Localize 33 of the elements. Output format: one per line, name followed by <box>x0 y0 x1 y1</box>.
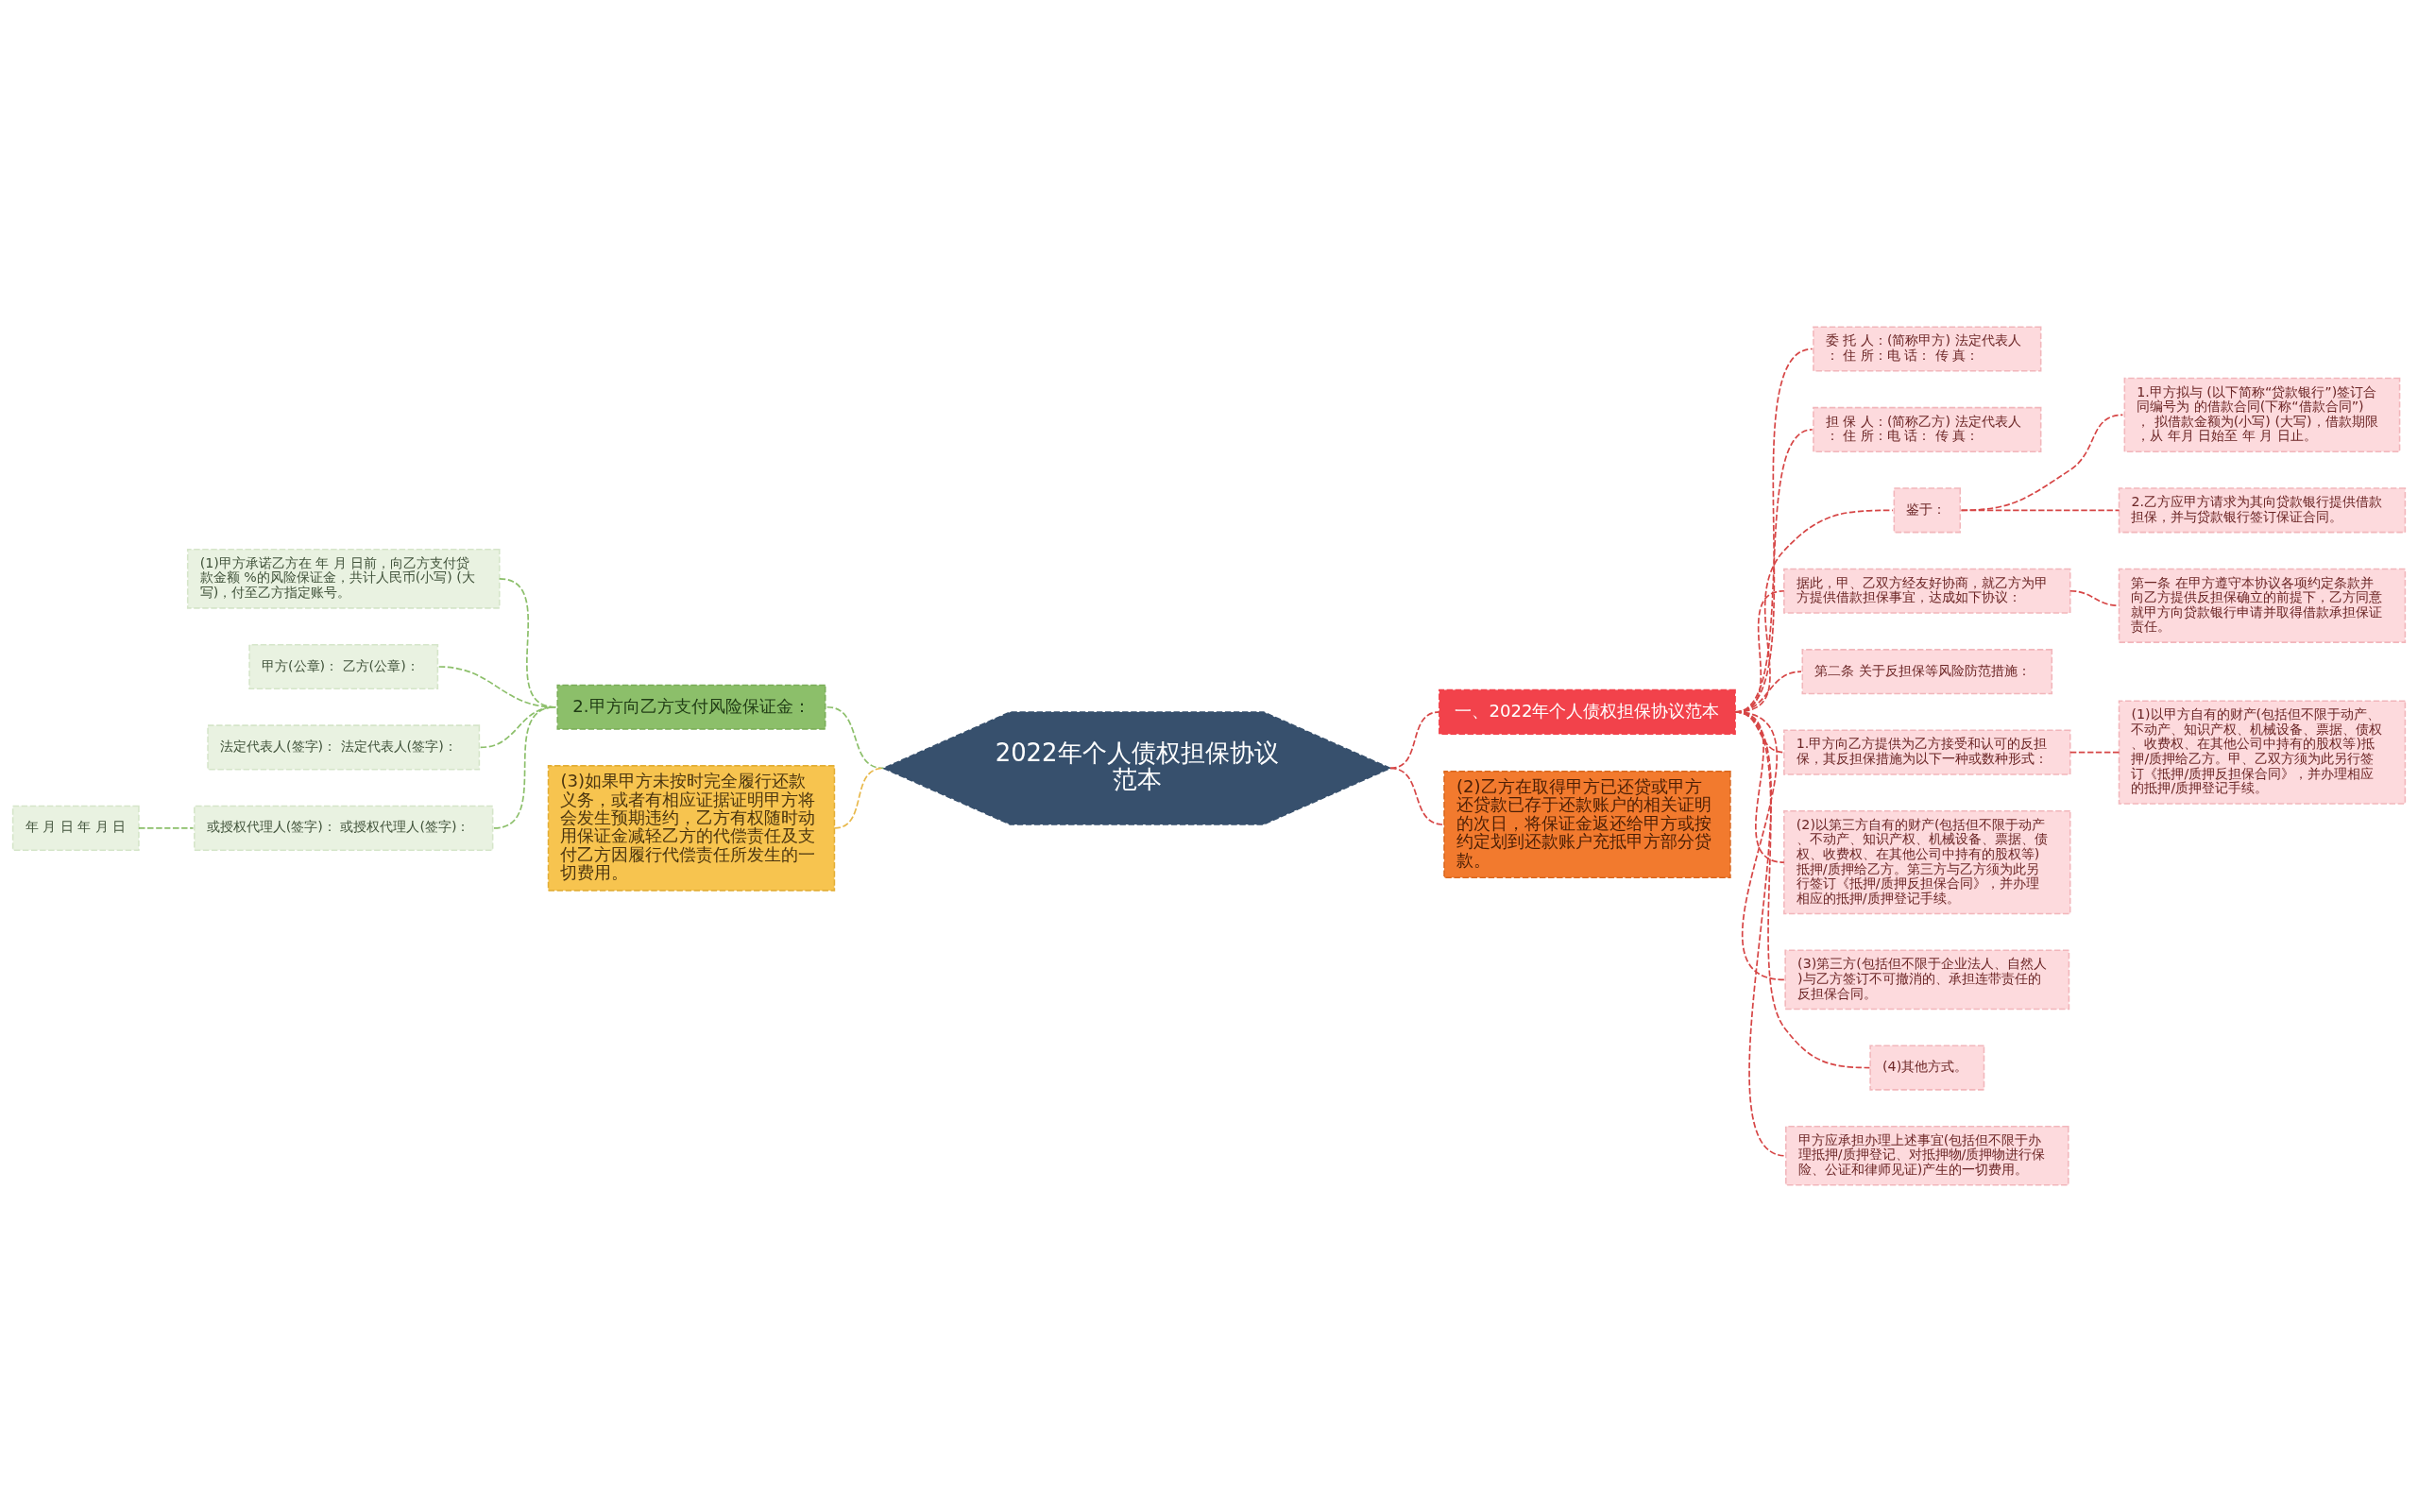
node-box: 2.乙方应甲方请求为其向贷款银行提供借款担保，并与贷款银行签订保证合同。 <box>2118 487 2407 534</box>
node-box: 担 保 人：(简称乙方) 法定代表人： 住 所：电 话： 传 真： <box>1813 406 2042 452</box>
connector <box>1960 414 2124 512</box>
node-box: 法定代表人(签字)： 法定代表人(签字)： <box>207 724 481 771</box>
node-box: (3)第三方(包括但不限于企业法人、自然人)与乙方签订不可撤消的、承担连带责任的反担保合同。 <box>1784 949 2070 1011</box>
connector <box>138 827 195 829</box>
node-box: 甲方应承担办理上述事宜(包括但不限于办理抵押/质押登记、对抵押物/质押物进行保险、公证和律师见证)产生的一切费用。 <box>1785 1125 2069 1186</box>
node-box: 鉴于： <box>1893 487 1962 534</box>
node-box: 年 月 日 年 月 日 <box>11 805 140 851</box>
node-box: (1)以甲方自有的财产(包括但不限于动产、不动产、知识产权、机械设备、票据、债权、收费权、在其他公司中持有的股权等)抵押/质押给乙方。甲、乙双方须为此另行签订《抵押/质押反担保合同》，并办理相应的抵押/质押登记手续。 <box>2118 700 2407 805</box>
node-box: 委 托 人：(简称甲方) 法定代表人： 住 所：电 话： 传 真： <box>1813 326 2042 372</box>
connector <box>826 705 885 770</box>
connector <box>2069 751 2120 754</box>
node-box: (3)如果甲方未按时完全履行还款义务，或者有相应证据证明甲方将会发生预期违约，乙方有权随时动用保证金减轻乙方的代偿责任及支付乙方因履行代偿责任所发生的一切费用。 <box>547 765 836 892</box>
node-box: 甲方(公章)： 乙方(公章)： <box>248 643 439 690</box>
node-box: 一、2022年个人债权担保协议范本 <box>1439 688 1736 735</box>
node-box: 据此，甲、乙双方经友好协商，就乙方为甲方提供借款担保事宜，达成如下协议： <box>1783 568 2071 614</box>
node-box: 第一条 在甲方遵守本协议各项约定条款并向乙方提供反担保确立的前提下，乙方同意就甲方向贷款银行申请并取得借款承担保证责任。 <box>2118 568 2407 643</box>
node-box: (2)以第三方自有的财产(包括但不限于动产、不动产、知识产权、机械设备、票据、债权、收费权、在其他公司中持有的股权等)抵押/质押给乙方。第三方与乙方须为此另行签订《抵押/质押反担保合同》，并办理相应的抵押/质押登记手续。 <box>1783 809 2071 915</box>
node-box: 1.甲方拟与 (以下简称“贷款银行”)签订合同编号为 的借款合同(下称“借款合同”)， 拟借款金额为(小写) (大写)，借款期限，从 年月 日始至 年 月 日止。 <box>2123 377 2401 452</box>
connector <box>1389 767 1444 825</box>
connector <box>1734 711 1786 1157</box>
connector <box>2069 589 2120 607</box>
node-box: 或授权代理人(签字)： 或授权代理人(签字)： <box>194 805 494 851</box>
connector <box>1960 509 2120 512</box>
connector <box>1389 711 1440 770</box>
node-box: 2.甲方向乙方支付风险保证金： <box>556 684 826 730</box>
node-box: (2)乙方在取得甲方已还贷或甲方还贷款已存于还款账户的相关证明的次日，将保证金返还给甲方或按约定划到还款账户充抵甲方部分贷款。 <box>1443 770 1731 879</box>
node-box: 第二条 关于反担保等风险防范措施： <box>1801 649 2053 695</box>
connector <box>479 705 557 749</box>
node-box: 1.甲方向乙方提供为乙方接受和认可的反担保，其反担保措施为以下一种或数种形式： <box>1783 729 2071 775</box>
node-box: (1)甲方承诺乙方在 年 月 日前，向乙方支付贷款金额 %的风险保证金，共计人民币(小写) (大写)，付至乙方指定账号。 <box>186 548 501 609</box>
node-box: (4)其他方式。 <box>1869 1045 1985 1091</box>
